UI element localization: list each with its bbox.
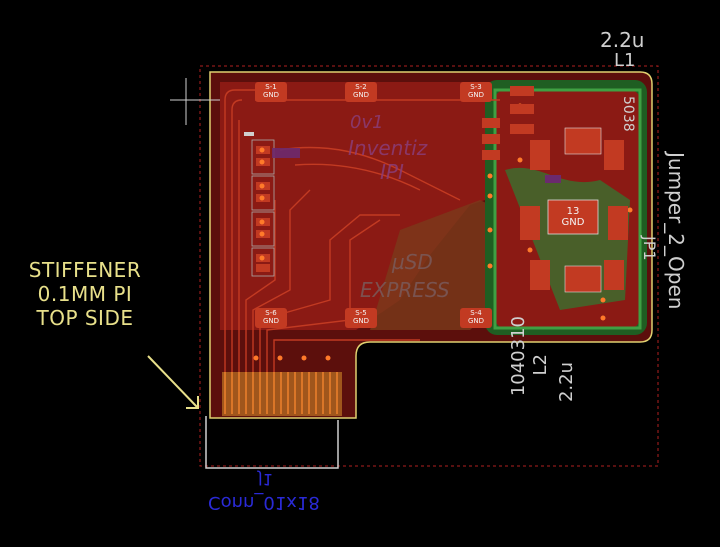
origin-crosshair	[170, 78, 220, 125]
pad-s4-net: GND	[467, 317, 485, 325]
board-brand-sub: IPI	[380, 160, 404, 184]
pad-s6-name: S-6	[265, 309, 277, 317]
gnd-pads	[255, 82, 492, 328]
pad-s3-net: GND	[467, 91, 485, 99]
annotation-line-3: TOP SIDE	[36, 306, 134, 330]
pad-s5-name: S-5	[355, 309, 367, 317]
regulator-ics	[520, 127, 628, 293]
copper-region-mid	[370, 200, 505, 330]
annotation-arrow	[147, 355, 199, 409]
l1-ref: L1	[614, 50, 636, 71]
pad-s6: S-6 GND	[255, 309, 287, 325]
pad-s1: S-1 GND	[255, 83, 287, 99]
ic-pad-13-num: 13	[566, 206, 580, 217]
l2-value: 2.2u	[556, 362, 577, 403]
courtyard-outline	[199, 65, 659, 467]
pad-s5-net: GND	[352, 317, 370, 325]
board-brand-text: Inventiz	[348, 136, 428, 160]
pin1-marker	[244, 132, 254, 136]
traces-left	[224, 89, 420, 372]
annotation-line-1: STIFFENER	[28, 258, 142, 282]
board-title-express: EXPRESS	[360, 278, 450, 302]
jumper-value: Jumper_2_Open	[664, 152, 688, 310]
connector-outline	[205, 416, 339, 469]
pad-s3-name: S-3	[470, 83, 482, 91]
pad-s4: S-4 GND	[460, 309, 492, 325]
pad-s1-name: S-1	[265, 83, 277, 91]
connector-fingers-zone	[222, 372, 342, 416]
pad-s3: S-3 GND	[460, 83, 492, 99]
l1-value: 2.2u	[600, 28, 645, 52]
pad-s4-name: S-4	[470, 309, 482, 317]
ic-pad-13: 13 GND	[548, 206, 598, 228]
annotation-line-2: 0.1MM PI	[37, 282, 133, 306]
connector-fingers	[224, 372, 338, 414]
stiffener-annotation: STIFFENER 0.1MM PI TOP SIDE	[10, 258, 160, 330]
pad-s2-net: GND	[352, 91, 370, 99]
right-passives	[482, 86, 534, 160]
green-border	[493, 88, 642, 330]
board-title-usd: µSD	[392, 250, 433, 274]
jumper-ref: JP1	[640, 236, 659, 261]
pad-s2-name: S-2	[355, 83, 367, 91]
pad-s2: S-2 GND	[345, 83, 377, 99]
ic-part-number: 5038	[620, 96, 636, 132]
pad-s5: S-5 GND	[345, 309, 377, 325]
connector-ref: J1	[258, 470, 273, 489]
connector-name: Conn_01x18	[208, 492, 320, 513]
part-number: 1040310	[508, 316, 529, 397]
l2-ref: L2	[530, 354, 551, 376]
ic-pad-13-net: GND	[561, 217, 585, 228]
pad-s1-net: GND	[262, 91, 280, 99]
pad-s6-net: GND	[262, 317, 280, 325]
board-rev-text: 0v1	[350, 112, 384, 133]
